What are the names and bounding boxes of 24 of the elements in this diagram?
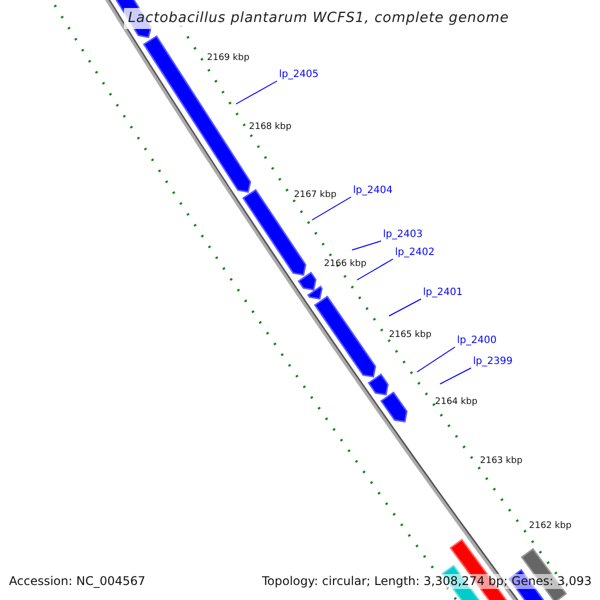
leader-line [352,240,382,250]
gene-label: lp_2402 [395,247,435,259]
leader-line [416,346,456,372]
footer-text: Accession: NC_004567 [9,574,146,589]
scale-label: 2162 kbp [529,521,572,532]
scale-label: 2165 kbp [389,330,432,342]
gene-label: lp_2401 [423,287,463,299]
gene-label: lp_2399 [473,356,513,368]
gene-label: lp_2403 [383,229,423,241]
leader-line [312,196,352,220]
gene-label: lp_2405 [279,69,319,81]
scale-label: 2163 kbp [480,456,522,468]
scale-label: 2167 kbp [294,190,336,202]
scale-label: 2168 kbp [249,122,292,134]
scale-label: 2166 kbp [324,259,366,270]
leader-line [236,80,278,104]
scale-label: 2169 kbp [207,53,250,64]
scale-label: 2164 kbp [435,397,478,408]
leader-line [388,298,422,316]
gene-label: lp_2400 [457,335,497,347]
leader-line [356,258,394,280]
footer-text: Topology: circular; Length: 3,308,274 bp; Genes: 3,093 [262,574,592,589]
leader-line [440,368,472,384]
gene-label: lp_2404 [353,185,393,197]
